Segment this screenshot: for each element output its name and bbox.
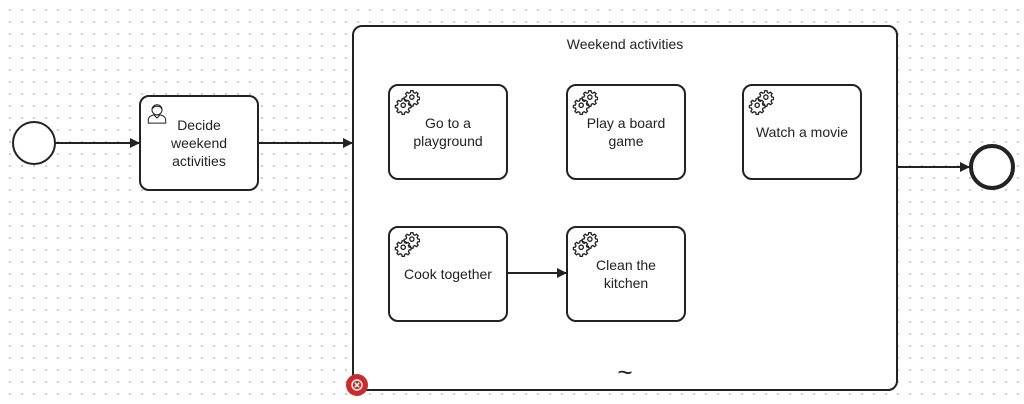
gear-icon bbox=[748, 89, 774, 115]
start-event[interactable] bbox=[12, 121, 56, 165]
error-icon bbox=[351, 379, 363, 391]
task-go-to-playground[interactable]: Go to a playground bbox=[388, 84, 508, 180]
subprocess-title: Weekend activities bbox=[566, 36, 684, 52]
task-play-board-game[interactable]: Play a board game bbox=[566, 84, 686, 180]
gear-icon bbox=[572, 89, 598, 115]
task-clean-kitchen[interactable]: Clean the kitchen bbox=[566, 226, 686, 322]
task-label: Go to a playground bbox=[413, 115, 483, 149]
inner-flows bbox=[508, 268, 567, 278]
task-decide-weekend-activities[interactable]: Decide weekend activities bbox=[139, 95, 259, 191]
gear-icon bbox=[572, 231, 598, 257]
task-label: Cook together bbox=[404, 266, 492, 282]
user-icon bbox=[146, 102, 168, 124]
task-cook-together[interactable]: Cook together bbox=[388, 226, 508, 322]
task-label: Play a board game bbox=[586, 115, 666, 149]
task-label: Watch a movie bbox=[755, 124, 849, 140]
gear-icon bbox=[394, 231, 420, 257]
subprocess-weekend-activities[interactable]: Weekend activities Go to a playground Pl… bbox=[352, 25, 898, 391]
gear-icon bbox=[394, 89, 420, 115]
task-label: Clean the kitchen bbox=[596, 257, 656, 291]
adhoc-marker: ~ bbox=[617, 357, 633, 387]
task-watch-movie[interactable]: Watch a movie bbox=[742, 84, 862, 180]
end-event[interactable] bbox=[969, 144, 1015, 190]
error-badge[interactable] bbox=[346, 374, 368, 396]
task-label: Decide weekend activities bbox=[170, 117, 228, 169]
